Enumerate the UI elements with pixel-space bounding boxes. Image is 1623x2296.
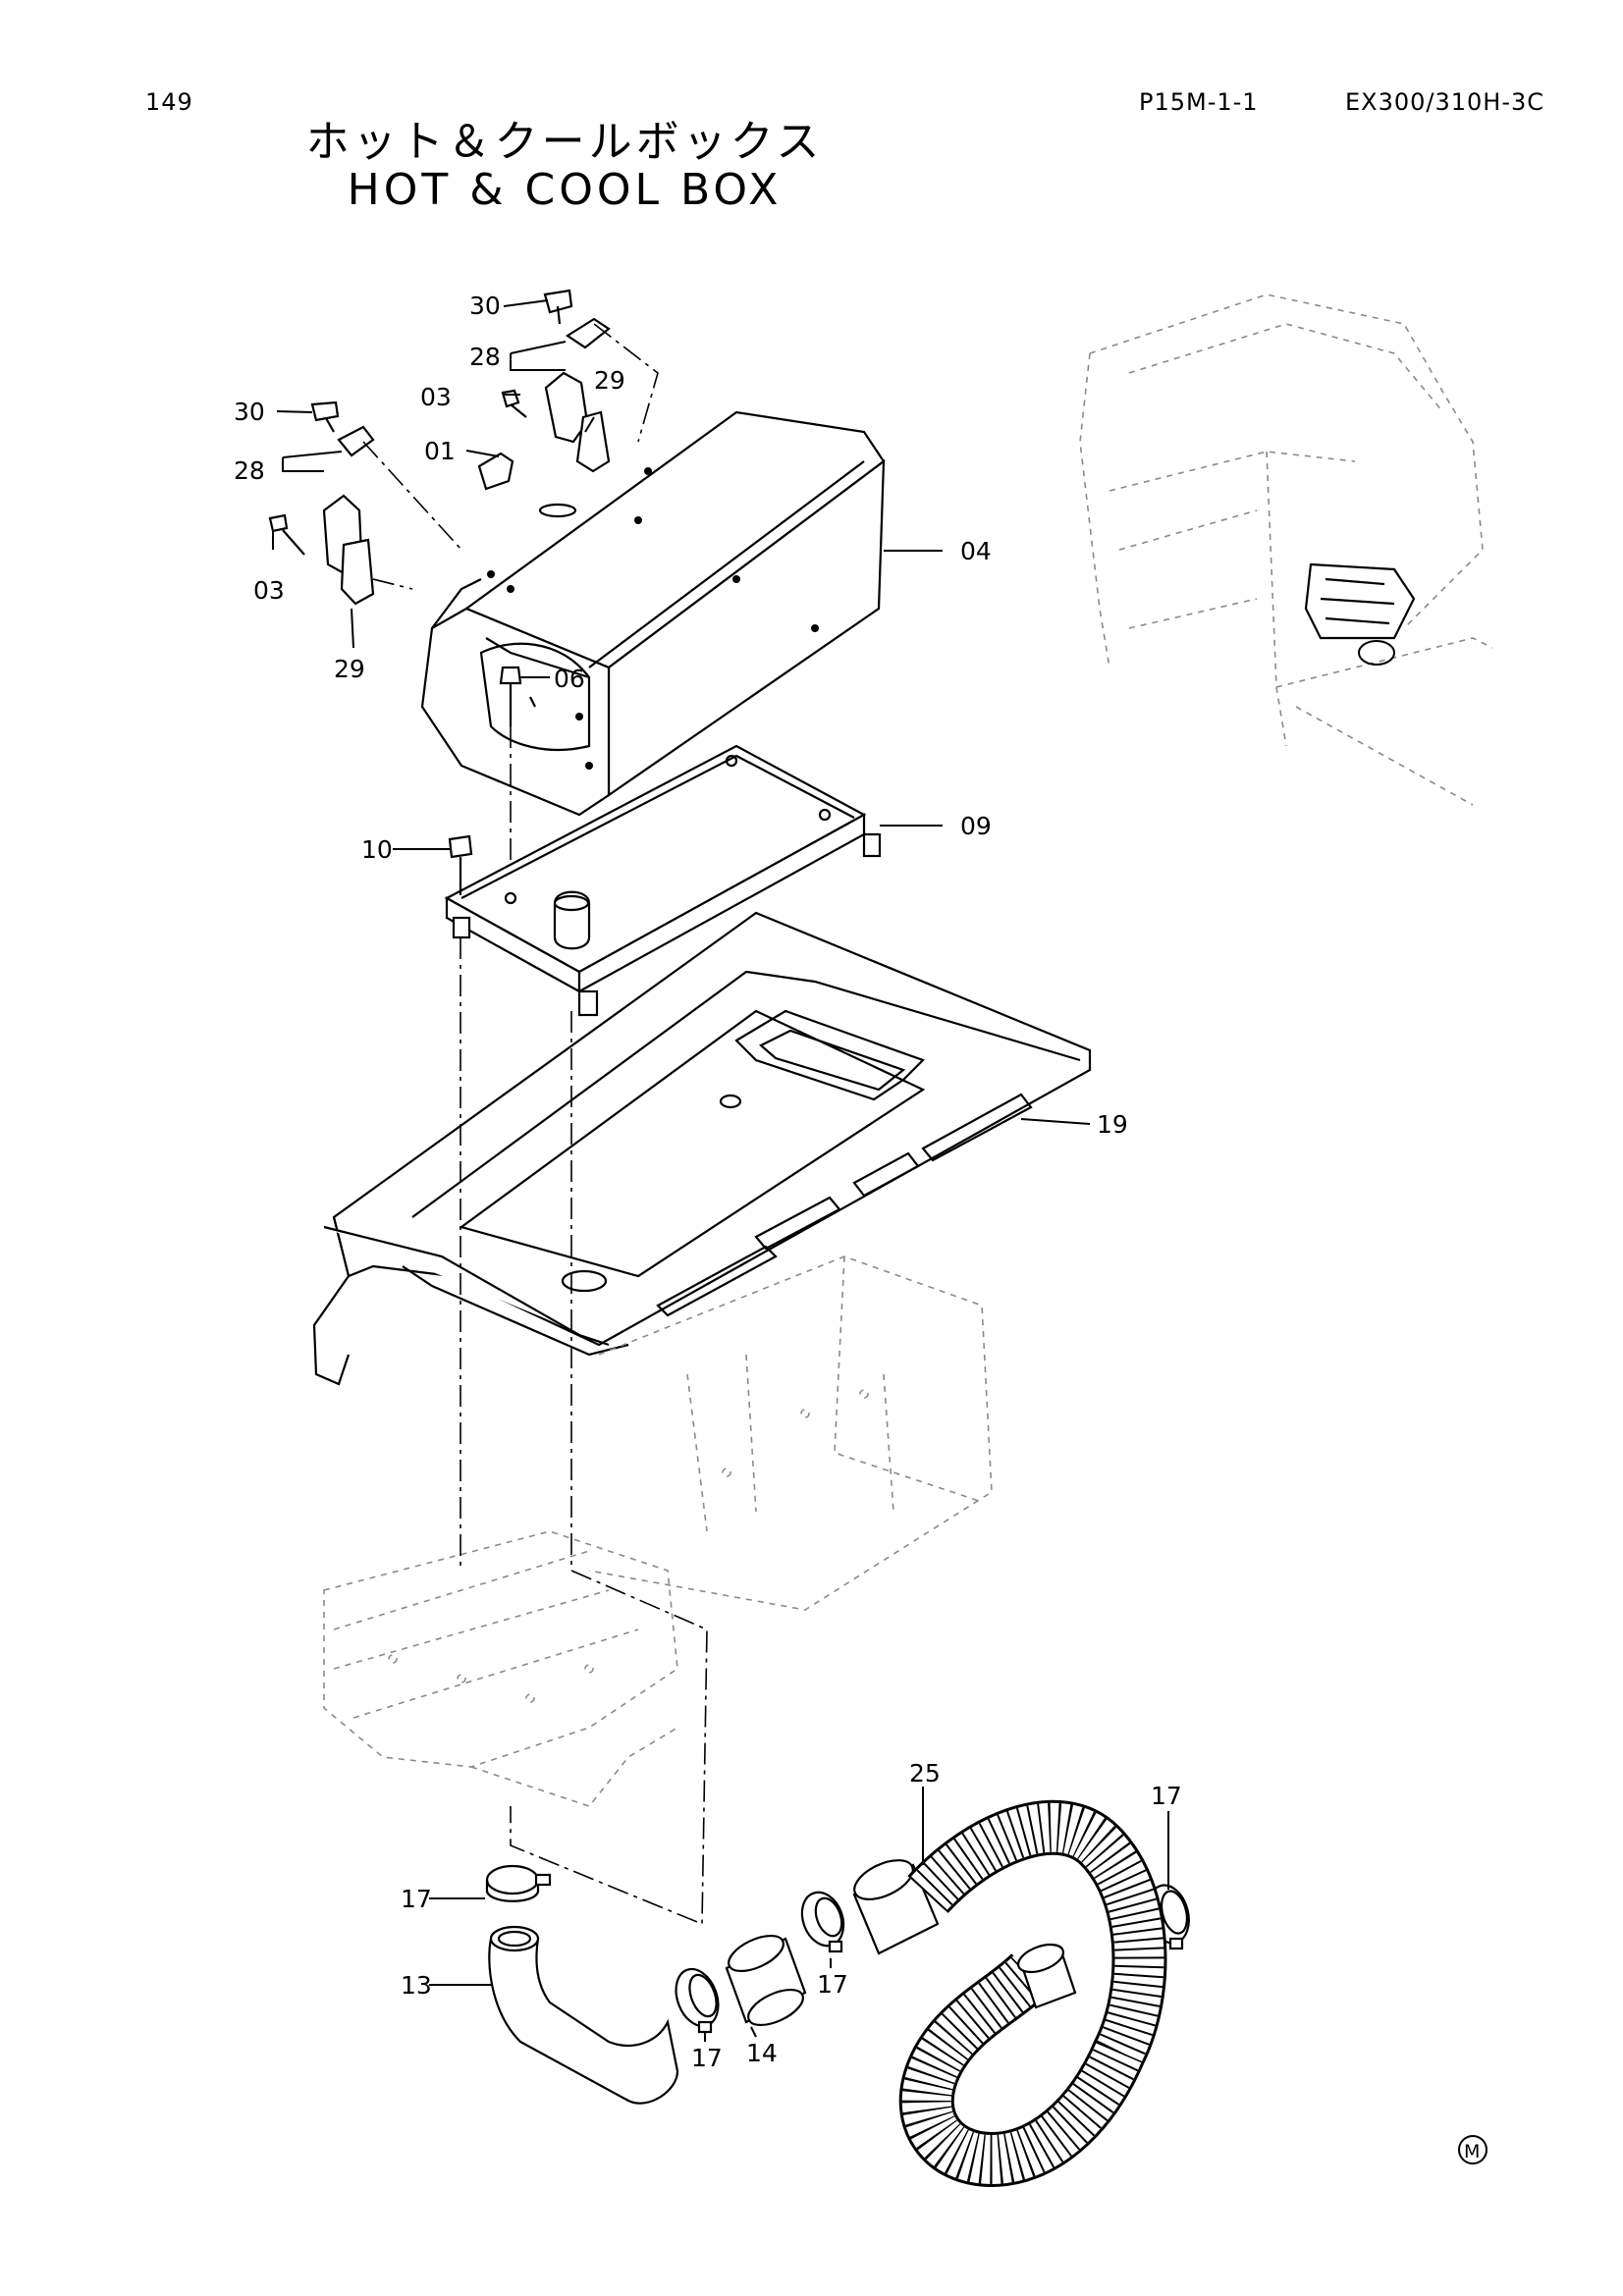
part-19-console-tray [312, 911, 1092, 1386]
title-japanese: ホット＆クールボックス [305, 117, 824, 167]
fittings-left-group [268, 400, 462, 606]
figure-code: P15M-1-1 [1139, 88, 1259, 116]
callout-labels: 30 28 03 29 01 30 28 03 29 04 06 10 09 1… [234, 292, 1182, 2072]
part-25-flex-hose [852, 1799, 1167, 2188]
callout-03-left: 03 [253, 576, 285, 605]
callout-01: 01 [424, 437, 456, 465]
callout-30-upper: 30 [469, 292, 501, 320]
callout-28-upper: 28 [469, 343, 501, 371]
part-17-clamp-top [485, 1864, 552, 1902]
part-09-base-plate [444, 744, 882, 1017]
part-13-duct-elbow [488, 1925, 679, 2105]
callout-04: 04 [960, 537, 992, 565]
callout-10: 10 [361, 835, 393, 864]
callout-17-middle: 17 [817, 1970, 848, 1999]
part-17-clamp-middle [800, 1891, 845, 1953]
callout-13: 13 [401, 1971, 432, 2000]
callout-09: 09 [960, 812, 992, 840]
callout-17-right: 17 [1151, 1782, 1182, 1810]
model-code: EX300/310H-3C [1345, 88, 1545, 116]
part-17-clamp-lower-left [675, 1967, 720, 2034]
callout-17-lower: 17 [691, 2044, 723, 2072]
callout-19: 19 [1097, 1110, 1128, 1139]
callout-17-top: 17 [401, 1885, 432, 1913]
callout-29-left: 29 [334, 655, 365, 683]
callout-28-left: 28 [234, 456, 265, 485]
fittings-right-group [477, 289, 659, 491]
mark-letter: M [1464, 2141, 1480, 2163]
callout-30-left: 30 [234, 398, 265, 426]
title-english: HOT & COOL BOX [347, 165, 783, 215]
alignment-lines [460, 937, 708, 1926]
part-10-bolt [448, 834, 473, 895]
part-06-bolt [499, 666, 522, 893]
callout-25: 25 [909, 1759, 941, 1788]
callout-06: 06 [554, 665, 585, 693]
leader-lines [272, 299, 1169, 2042]
part-04-box-housing [420, 410, 886, 817]
callout-29-upper: 29 [594, 366, 625, 395]
part-14-pipe [725, 1934, 807, 2027]
background-assembly-ghost [323, 1255, 993, 1807]
callout-03-upper: 03 [420, 383, 452, 411]
circled-m-mark: M [1458, 2135, 1488, 2164]
callout-14: 14 [746, 2039, 778, 2067]
cab-location-inset [1079, 294, 1493, 806]
page-number: 149 [145, 88, 193, 116]
